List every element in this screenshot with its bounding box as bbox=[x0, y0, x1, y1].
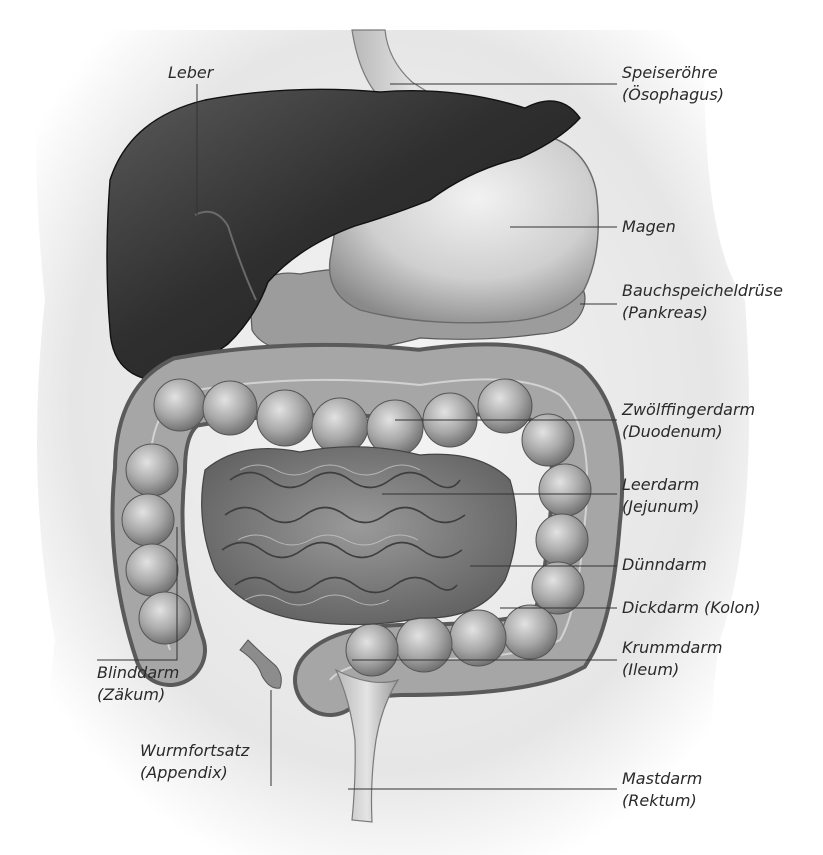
label-duodenum: Zwölffingerdarm (Duodenum) bbox=[622, 399, 755, 443]
label-appendix: Wurmfortsatz (Appendix) bbox=[140, 740, 249, 784]
label-esophagus: Speiseröhre (Ösophagus) bbox=[622, 62, 724, 106]
label-small-intestine: Dünndarm bbox=[622, 554, 707, 576]
label-colon: Dickdarm (Kolon) bbox=[622, 597, 761, 619]
label-cecum: Blinddarm (Zäkum) bbox=[97, 662, 179, 706]
label-stomach: Magen bbox=[622, 216, 676, 238]
label-liver: Leber bbox=[168, 62, 213, 84]
label-jejunum: Leerdarm (Jejunum) bbox=[622, 474, 700, 518]
label-ileum: Krummdarm (Ileum) bbox=[622, 637, 723, 681]
label-pancreas: Bauchspeicheldrüse (Pankreas) bbox=[622, 280, 783, 324]
label-rectum: Mastdarm (Rektum) bbox=[622, 768, 702, 812]
